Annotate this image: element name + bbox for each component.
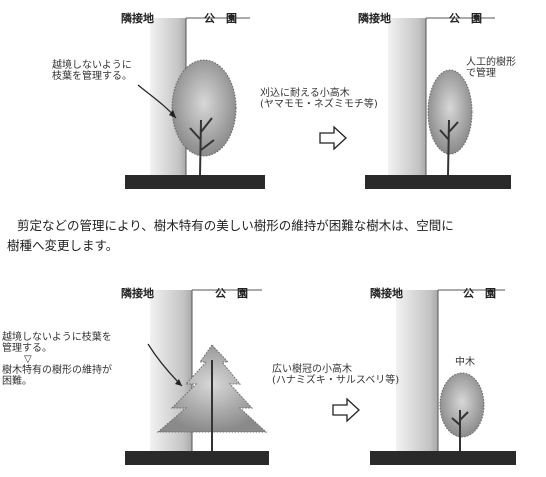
tree-crown <box>427 69 473 155</box>
tree-crown <box>439 372 485 438</box>
ground <box>370 451 516 465</box>
species-line: 広い樹冠の小高木 <box>272 364 352 375</box>
note-line: 困難。 <box>2 376 32 387</box>
species-line: 刈込に耐える小高木 <box>260 88 350 99</box>
note-line: 越境しないように枝葉を <box>2 332 112 343</box>
note-line: ▽ <box>24 354 32 365</box>
note-text: 人工的樹形 で管理 <box>466 57 516 79</box>
species-text: 刈込に耐える小高木 (ヤマモモ・ネズミモチ等) <box>260 88 378 110</box>
note-line: 中木 <box>455 357 475 368</box>
species-text: 広い樹冠の小高木 (ハナミズキ・サルスベリ等) <box>272 364 399 386</box>
species-line: (ヤマモモ・ネズミモチ等) <box>260 99 378 110</box>
bottom-right-scene <box>370 289 516 465</box>
park-label: 公 園 <box>204 12 237 25</box>
boundary-wall <box>396 290 438 452</box>
species-line: (ハナミズキ・サルスベリ等) <box>272 375 400 386</box>
tree-trunk <box>439 119 459 177</box>
ground <box>125 175 265 189</box>
boundary-wall <box>388 18 426 176</box>
transition-arrow-icon <box>332 397 360 423</box>
bottom-left-scene <box>125 289 269 465</box>
note-line: で管理 <box>466 68 496 79</box>
tree-trunk <box>451 410 469 452</box>
neighbor-label: 隣接地 <box>121 287 154 300</box>
ground <box>125 451 269 465</box>
park-label: 公 園 <box>215 287 248 300</box>
note-line: 人工的樹形 <box>466 57 516 68</box>
park-label: 公 園 <box>463 287 496 300</box>
neighbor-label: 隣接地 <box>358 12 391 25</box>
note-line: 枝葉を管理する。 <box>52 71 132 82</box>
paragraph-line: 樹種へ変更します。 <box>7 238 119 253</box>
note-text: 越境しないように枝葉を 管理する。 ▽ 樹木特有の樹形の維持が 困難。 <box>2 332 112 387</box>
note-line: 管理する。 <box>2 343 52 354</box>
tree-crown <box>171 59 237 157</box>
top-right-scene <box>365 17 511 189</box>
top-left-scene <box>125 17 265 189</box>
tree-trunk <box>189 117 215 177</box>
neighbor-label: 隣接地 <box>370 287 403 300</box>
park-label: 公 園 <box>449 12 482 25</box>
note-line: 越境しないように <box>52 60 132 71</box>
ground <box>365 175 511 189</box>
description-paragraph: 剪定などの管理により、樹木特有の美しい樹形の維持が困難な樹木は、空間に 樹種へ変… <box>7 218 454 254</box>
note-text: 中木 <box>455 357 475 368</box>
note-text: 越境しないように 枝葉を管理する。 <box>52 60 132 82</box>
transition-arrow-icon <box>319 125 347 151</box>
paragraph-line: 剪定などの管理により、樹木特有の美しい樹形の維持が困難な樹木は、空間に <box>17 218 454 233</box>
note-line: 樹木特有の樹形の維持が <box>2 365 112 376</box>
neighbor-label: 隣接地 <box>121 12 154 25</box>
